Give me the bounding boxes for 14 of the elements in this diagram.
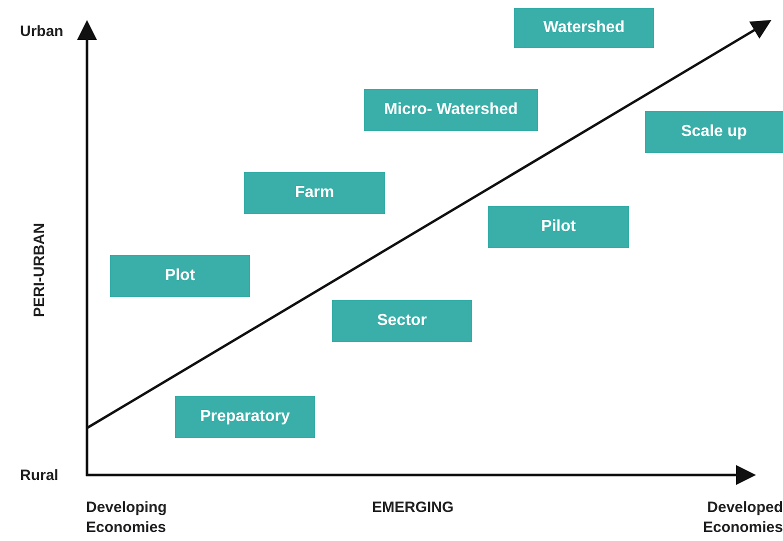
axis-label: Developing Economies xyxy=(86,498,168,538)
stage-box: Plot xyxy=(110,255,250,297)
axis-title: PERI-URBAN xyxy=(30,222,49,320)
stage-box: Preparatory xyxy=(175,396,315,438)
axis-title: EMERGING xyxy=(372,498,454,518)
stage-box: Pilot xyxy=(488,206,629,248)
stage-box: Scale up xyxy=(645,111,783,153)
stage-box: Sector xyxy=(332,300,472,342)
stage-box: Farm xyxy=(244,172,385,214)
axis-label: Developed Economies xyxy=(702,498,783,538)
axis-label: Rural xyxy=(20,466,58,486)
axis-label: Urban xyxy=(20,22,64,42)
stage-box: Micro- Watershed xyxy=(364,89,538,131)
stage-box: Watershed xyxy=(514,8,654,48)
